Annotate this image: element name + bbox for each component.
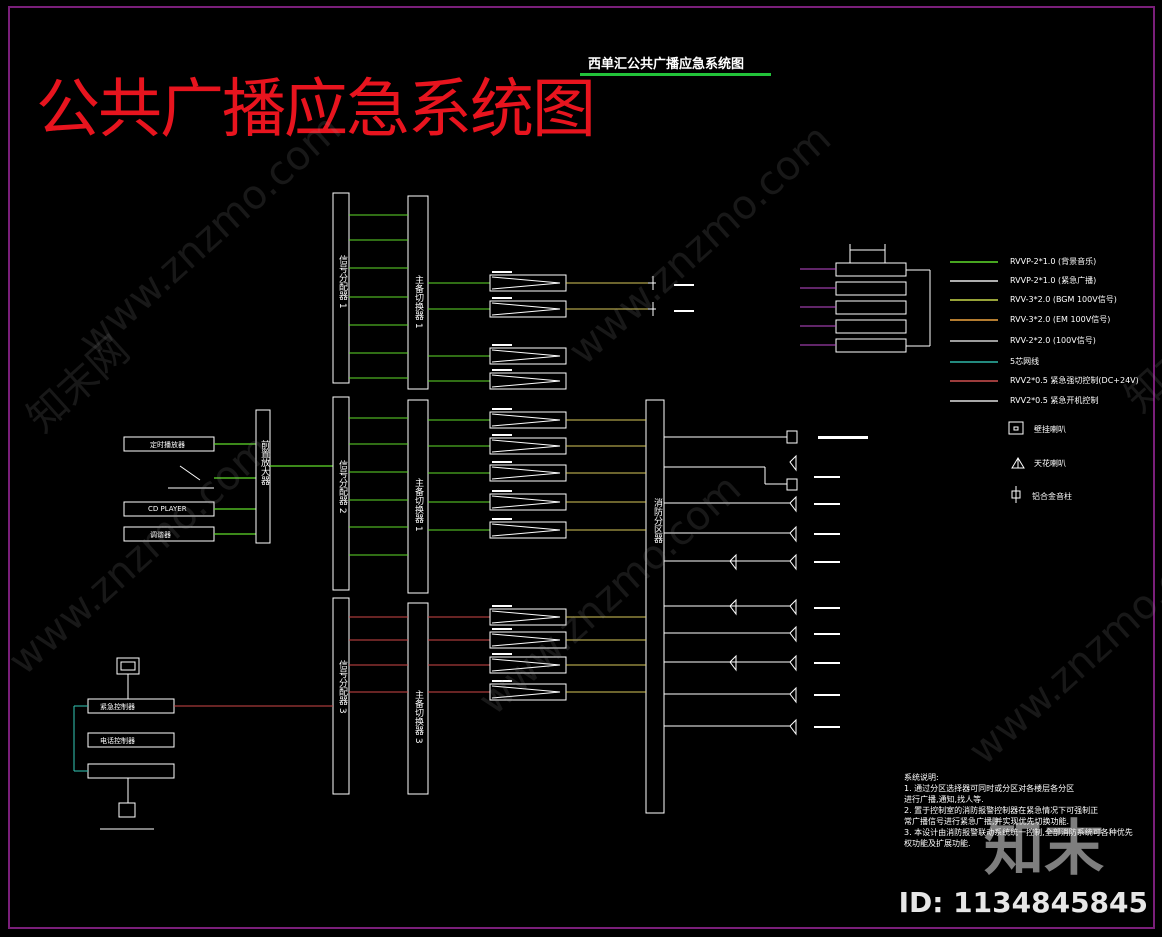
source-green-lines bbox=[214, 443, 256, 535]
amplifier-tag bbox=[492, 605, 512, 607]
legend-item-label: RVVP-2*1.0 (背景音乐) bbox=[1010, 257, 1097, 266]
symbol-wall-speaker: 壁挂喇叭 bbox=[1034, 425, 1066, 434]
watermark-id: ID: 1134845845 bbox=[898, 886, 1148, 919]
symbol-ceiling-speaker: 天花喇叭 bbox=[1034, 459, 1066, 468]
legend-lines bbox=[950, 261, 998, 402]
rack-stack bbox=[835, 244, 931, 353]
legend-symbols bbox=[1008, 421, 1025, 503]
signal-distributor-2 bbox=[332, 396, 350, 591]
column-speaker-icon bbox=[1011, 486, 1021, 503]
amplifier-tag bbox=[492, 490, 512, 492]
amplifier-symbol bbox=[491, 276, 561, 290]
power-amp-2 bbox=[407, 399, 429, 594]
signal-distributor-1 bbox=[332, 192, 350, 384]
amplifier-tag bbox=[492, 408, 512, 410]
rack-inputs bbox=[800, 268, 836, 346]
notes-line: 进行广播,通知,找人等. bbox=[904, 795, 984, 804]
amplifier-symbol bbox=[491, 685, 561, 699]
amplifier-symbol bbox=[491, 302, 561, 316]
amplifier-symbol bbox=[491, 349, 561, 363]
legend-item-label: RVV-2*2.0 (100V信号) bbox=[1010, 336, 1096, 345]
amplifier-symbol bbox=[491, 413, 561, 427]
watermark-logo: 知末 bbox=[984, 814, 1104, 884]
amplifier-symbol bbox=[491, 495, 561, 509]
signal-distributor-3 bbox=[332, 597, 350, 795]
notes-line: 权功能及扩展功能. bbox=[904, 839, 971, 848]
legend-item-label: RVV2*0.5 紧急开机控制 bbox=[1010, 396, 1099, 405]
top-speakers bbox=[648, 276, 656, 316]
emergency-controller-label: 紧急控制器 bbox=[100, 703, 135, 711]
yellow-lines bbox=[566, 282, 648, 693]
amplifier-units bbox=[489, 271, 567, 701]
amplifier-unit bbox=[489, 372, 567, 390]
amplifier-unit bbox=[489, 347, 567, 365]
amplifier-symbol bbox=[491, 633, 561, 647]
power-amp-2-label: 主备切换器 1 bbox=[413, 478, 423, 532]
legend-item-label: RVV2*0.5 紧急强切控制(DC+24V) bbox=[1010, 376, 1139, 385]
amplifier-tag bbox=[492, 628, 512, 630]
legend-item-label: RVV-3*2.0 (BGM 100V信号) bbox=[1010, 295, 1117, 304]
amplifier-tag bbox=[492, 297, 512, 299]
symbol-column-speaker: 铝合金音柱 bbox=[1032, 492, 1072, 501]
amplifier-tag bbox=[492, 518, 512, 520]
page-title: 公共广播应急系统图 bbox=[36, 73, 596, 147]
notes-line: 常广播信号进行紧急广播,并实现优先切换功能. bbox=[904, 817, 1070, 826]
signal-distributor-1-label: 信号分配器 1 bbox=[337, 255, 347, 309]
amplifier-symbol bbox=[491, 439, 561, 453]
emergency-panel bbox=[87, 763, 175, 779]
amplifier-symbol bbox=[491, 523, 561, 537]
monitor-icon bbox=[116, 657, 140, 675]
power-amp-1 bbox=[407, 195, 429, 390]
signal-distributor-3-label: 信号分配器 3 bbox=[337, 660, 347, 714]
dist1-links bbox=[349, 214, 408, 556]
pre-amp-label: 前置放大器 bbox=[259, 440, 269, 485]
drawing-subtitle: 西单汇公共广播应急系统图 bbox=[588, 57, 745, 72]
tuner-label: 调谐器 bbox=[150, 531, 171, 539]
power-amp-1-label: 主备切换器 1 bbox=[413, 275, 423, 329]
amplifier-tag bbox=[492, 653, 512, 655]
amplifier-tag bbox=[492, 434, 512, 436]
amp3-outputs bbox=[428, 616, 490, 693]
zone-switcher bbox=[645, 399, 665, 814]
signal-distributor-2-label: 信号分配器 2 bbox=[337, 460, 347, 514]
zone-outputs bbox=[664, 430, 798, 727]
source-devices bbox=[123, 436, 215, 542]
amplifier-tag bbox=[492, 344, 512, 346]
amplifier-symbol bbox=[491, 658, 561, 672]
notes-heading: 系统说明: bbox=[904, 773, 939, 782]
pre-amp-box bbox=[255, 409, 271, 544]
amp1-outputs bbox=[428, 282, 490, 531]
wall-speaker-icon bbox=[1008, 421, 1024, 435]
timer-label: 定时播放器 bbox=[150, 441, 185, 449]
drawing-border bbox=[8, 6, 1155, 929]
amplifier-tag bbox=[492, 461, 512, 463]
alarm-icon bbox=[118, 802, 136, 818]
amplifier-symbol bbox=[491, 610, 561, 624]
subtitle-underline bbox=[580, 73, 771, 76]
ceiling-speakers bbox=[729, 454, 797, 736]
phone-controller bbox=[87, 732, 175, 748]
power-amp-3-label: 主备切换器 3 bbox=[413, 690, 423, 744]
legend-item-label: 5芯网线 bbox=[1010, 357, 1040, 366]
zone-labels bbox=[814, 436, 868, 728]
notes-line: 1. 通过分区选择器可同时或分区对各楼层各分区 bbox=[904, 784, 1075, 793]
phone-controller-label: 电话控制器 bbox=[100, 737, 135, 745]
notes-line: 2. 置于控制室的消防报警控制器在紧急情况下可强制正 bbox=[904, 806, 1099, 815]
amplifier-tag bbox=[492, 369, 512, 371]
amplifier-symbol bbox=[491, 374, 561, 388]
cd-player-label: CD PLAYER bbox=[148, 505, 187, 513]
power-amp-3 bbox=[407, 602, 429, 795]
amplifier-tag bbox=[492, 680, 512, 682]
zone-switcher-label: 消防分区器 bbox=[652, 498, 662, 543]
legend-item-label: RVV-3*2.0 (EM 100V信号) bbox=[1010, 315, 1111, 324]
amplifier-symbol bbox=[491, 466, 561, 480]
notes-line: 3. 本设计由消防报警联动系统统一控制,全部消防系统可各种优先 bbox=[904, 828, 1133, 837]
dist3-links bbox=[349, 616, 408, 693]
amplifier-tag bbox=[492, 271, 512, 273]
system-notes: 系统说明: 1. 通过分区选择器可同时或分区对各楼层各分区 进行广播,通知,找人… bbox=[904, 772, 1144, 849]
legend-item-label: RVVP-2*1.0 (紧急广播) bbox=[1010, 276, 1097, 285]
